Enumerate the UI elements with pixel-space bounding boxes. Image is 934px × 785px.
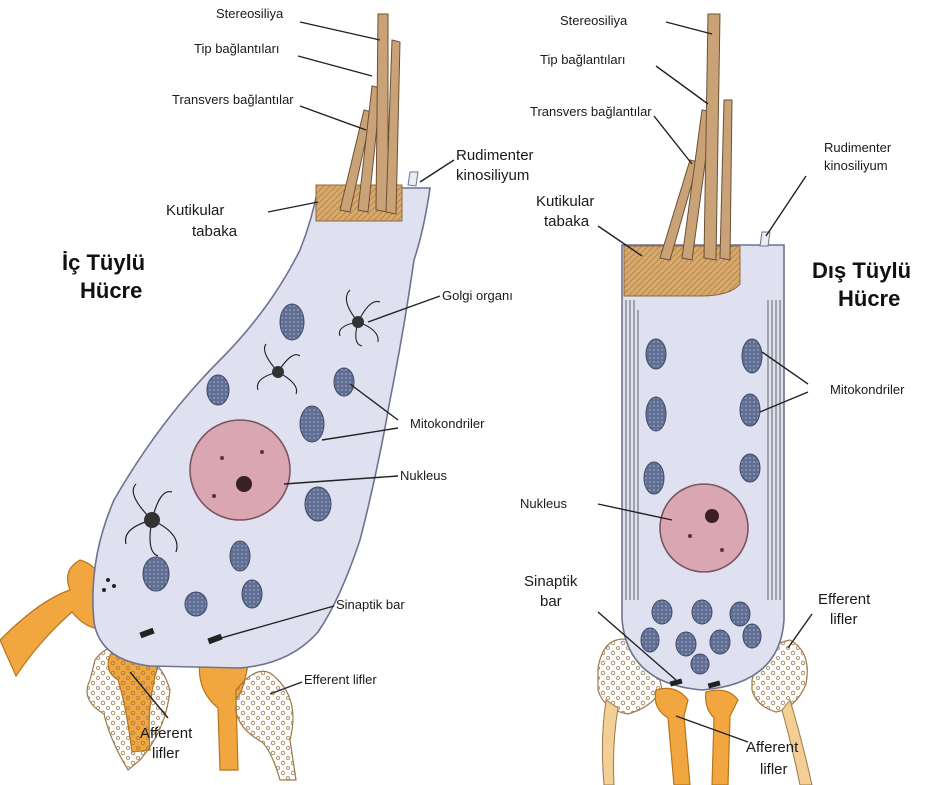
outer-afferent-fiber-1 [655,688,690,785]
outer-kinocilium-label-1: Rudimenter [824,140,892,155]
outer-nucleus-label: Nukleus [520,496,567,511]
inner-afferent-label-1: Afferent [140,725,193,742]
inner-transverse-links-label: Transvers bağlantılar [172,92,294,107]
outer-hair-cell: Stereosiliya Tip bağlantıları Transvers … [520,13,911,785]
inner-afferent-label-2: lifler [152,745,180,762]
inner-efferent-label: Efferent lifler [304,672,377,687]
outer-mitochondria-label: Mitokondriler [830,382,905,397]
inner-tip-links-label: Tip bağlantıları [194,41,280,56]
inner-cell-title-2: Hücre [80,278,142,303]
outer-cell-title-2: Hücre [838,286,900,311]
outer-transverse-links-label: Transvers bağlantılar [530,104,652,119]
inner-golgi-label: Golgi organı [442,288,513,303]
inner-nucleus [190,420,290,520]
inner-synaptic-bar-label: Sinaptik bar [336,597,405,612]
inner-cell-title-1: İç Tüylü [62,250,145,275]
outer-cuticular-label-2: tabaka [544,213,590,230]
inner-kinocilium-label-2: kinosiliyum [456,167,529,184]
outer-afferent-label-1: Afferent [746,739,799,756]
outer-efferent-label-2: lifler [830,611,858,628]
inner-hair-cell: Stereosiliya Tip bağlantıları Transvers … [0,6,534,780]
outer-synaptic-label-1: Sinaptik [524,573,578,590]
outer-kinocilium [760,232,770,246]
inner-kinocilium-label-1: Rudimenter [456,147,534,164]
outer-afferent-label-2: lifler [760,761,788,778]
inner-cuticular-label-1: Kutikular [166,202,224,219]
outer-efferent-fiber-left [602,700,618,785]
inner-kinocilium [408,172,418,186]
outer-efferent-label-1: Efferent [818,591,871,608]
outer-cuticular-label-1: Kutikular [536,193,594,210]
outer-afferent-fiber-2 [706,690,738,785]
inner-nucleus-label: Nukleus [400,468,447,483]
inner-stereocilia [340,14,400,214]
inner-cuticular-label-2: tabaka [192,223,238,240]
inner-stereocilia-label: Stereosiliya [216,6,284,21]
outer-cell-title-1: Dış Tüylü [812,258,911,283]
outer-stereocilia-label: Stereosiliya [560,13,628,28]
outer-nucleus [660,484,748,572]
outer-tip-links-label: Tip bağlantıları [540,52,626,67]
outer-kinocilium-label-2: kinosiliyum [824,158,888,173]
outer-synaptic-label-2: bar [540,593,562,610]
inner-mitochondria-label: Mitokondriler [410,416,485,431]
